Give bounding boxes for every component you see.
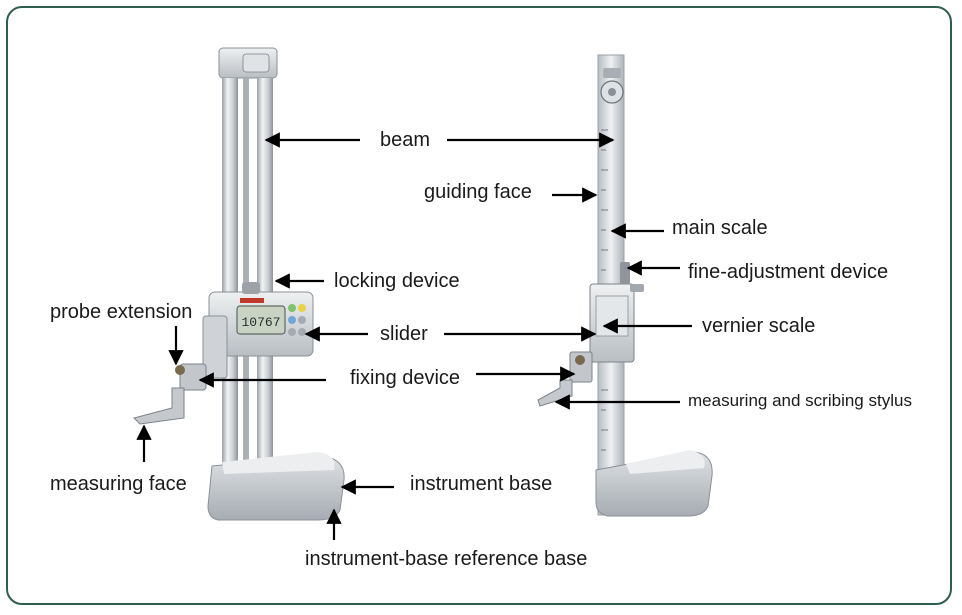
- top-cap-logo: [242, 53, 270, 73]
- digital-height-gauge: 10767: [133, 47, 345, 521]
- button-grey-3: [298, 328, 306, 336]
- lcd-display: [236, 305, 286, 335]
- beam-column-left: [222, 78, 238, 470]
- label-probe-extension: probe extension: [50, 301, 192, 323]
- label-vernier-scale: vernier scale: [702, 315, 815, 337]
- button-yellow: [298, 304, 306, 312]
- diagram-frame: [6, 6, 952, 605]
- label-slider: slider: [380, 323, 428, 345]
- button-green: [288, 304, 296, 312]
- label-fine-adjustment-device: fine-adjustment device: [688, 261, 888, 283]
- button-blue: [288, 316, 296, 324]
- label-guiding-face: guiding face: [424, 181, 532, 203]
- button-grey-2: [288, 328, 296, 336]
- probe-knob: [175, 365, 185, 375]
- label-instrument-base: instrument base: [410, 473, 552, 495]
- beam-column-right: [257, 78, 273, 470]
- lcd-reading: 10767: [241, 315, 280, 330]
- top-adjust-hub: [608, 88, 616, 96]
- stylus-knob: [575, 355, 585, 365]
- label-measuring-face: measuring face: [50, 473, 187, 495]
- vernier-base-top: [626, 450, 705, 474]
- scribing-stylus: [537, 379, 573, 407]
- slider-side-block: [202, 315, 228, 379]
- label-instrument-base-reference-base: instrument-base reference base: [305, 548, 587, 570]
- label-measuring-and-scribing-stylus: measuring and scribing stylus: [688, 391, 912, 410]
- button-grey-1: [298, 316, 306, 324]
- callout-arrows: [136, 132, 692, 540]
- beam-column-inner: [243, 78, 249, 470]
- brand-label: [240, 298, 264, 303]
- label-beam: beam: [380, 129, 430, 151]
- vernier-scale-plate: [595, 295, 629, 337]
- fine-adjust-screw: [620, 262, 630, 284]
- top-adjust-bracket: [603, 68, 621, 78]
- label-fixing-device: fixing device: [350, 367, 460, 389]
- locking-knob: [242, 282, 260, 294]
- probe-stylus: [133, 387, 185, 425]
- fine-adjust-knob: [630, 284, 644, 292]
- callout-labels: beam guiding face main scale fine-adjust…: [50, 129, 912, 570]
- base-top-face: [222, 452, 335, 474]
- label-locking-device: locking device: [334, 270, 460, 292]
- label-main-scale: main scale: [672, 217, 768, 239]
- vernier-height-gauge: [537, 54, 713, 517]
